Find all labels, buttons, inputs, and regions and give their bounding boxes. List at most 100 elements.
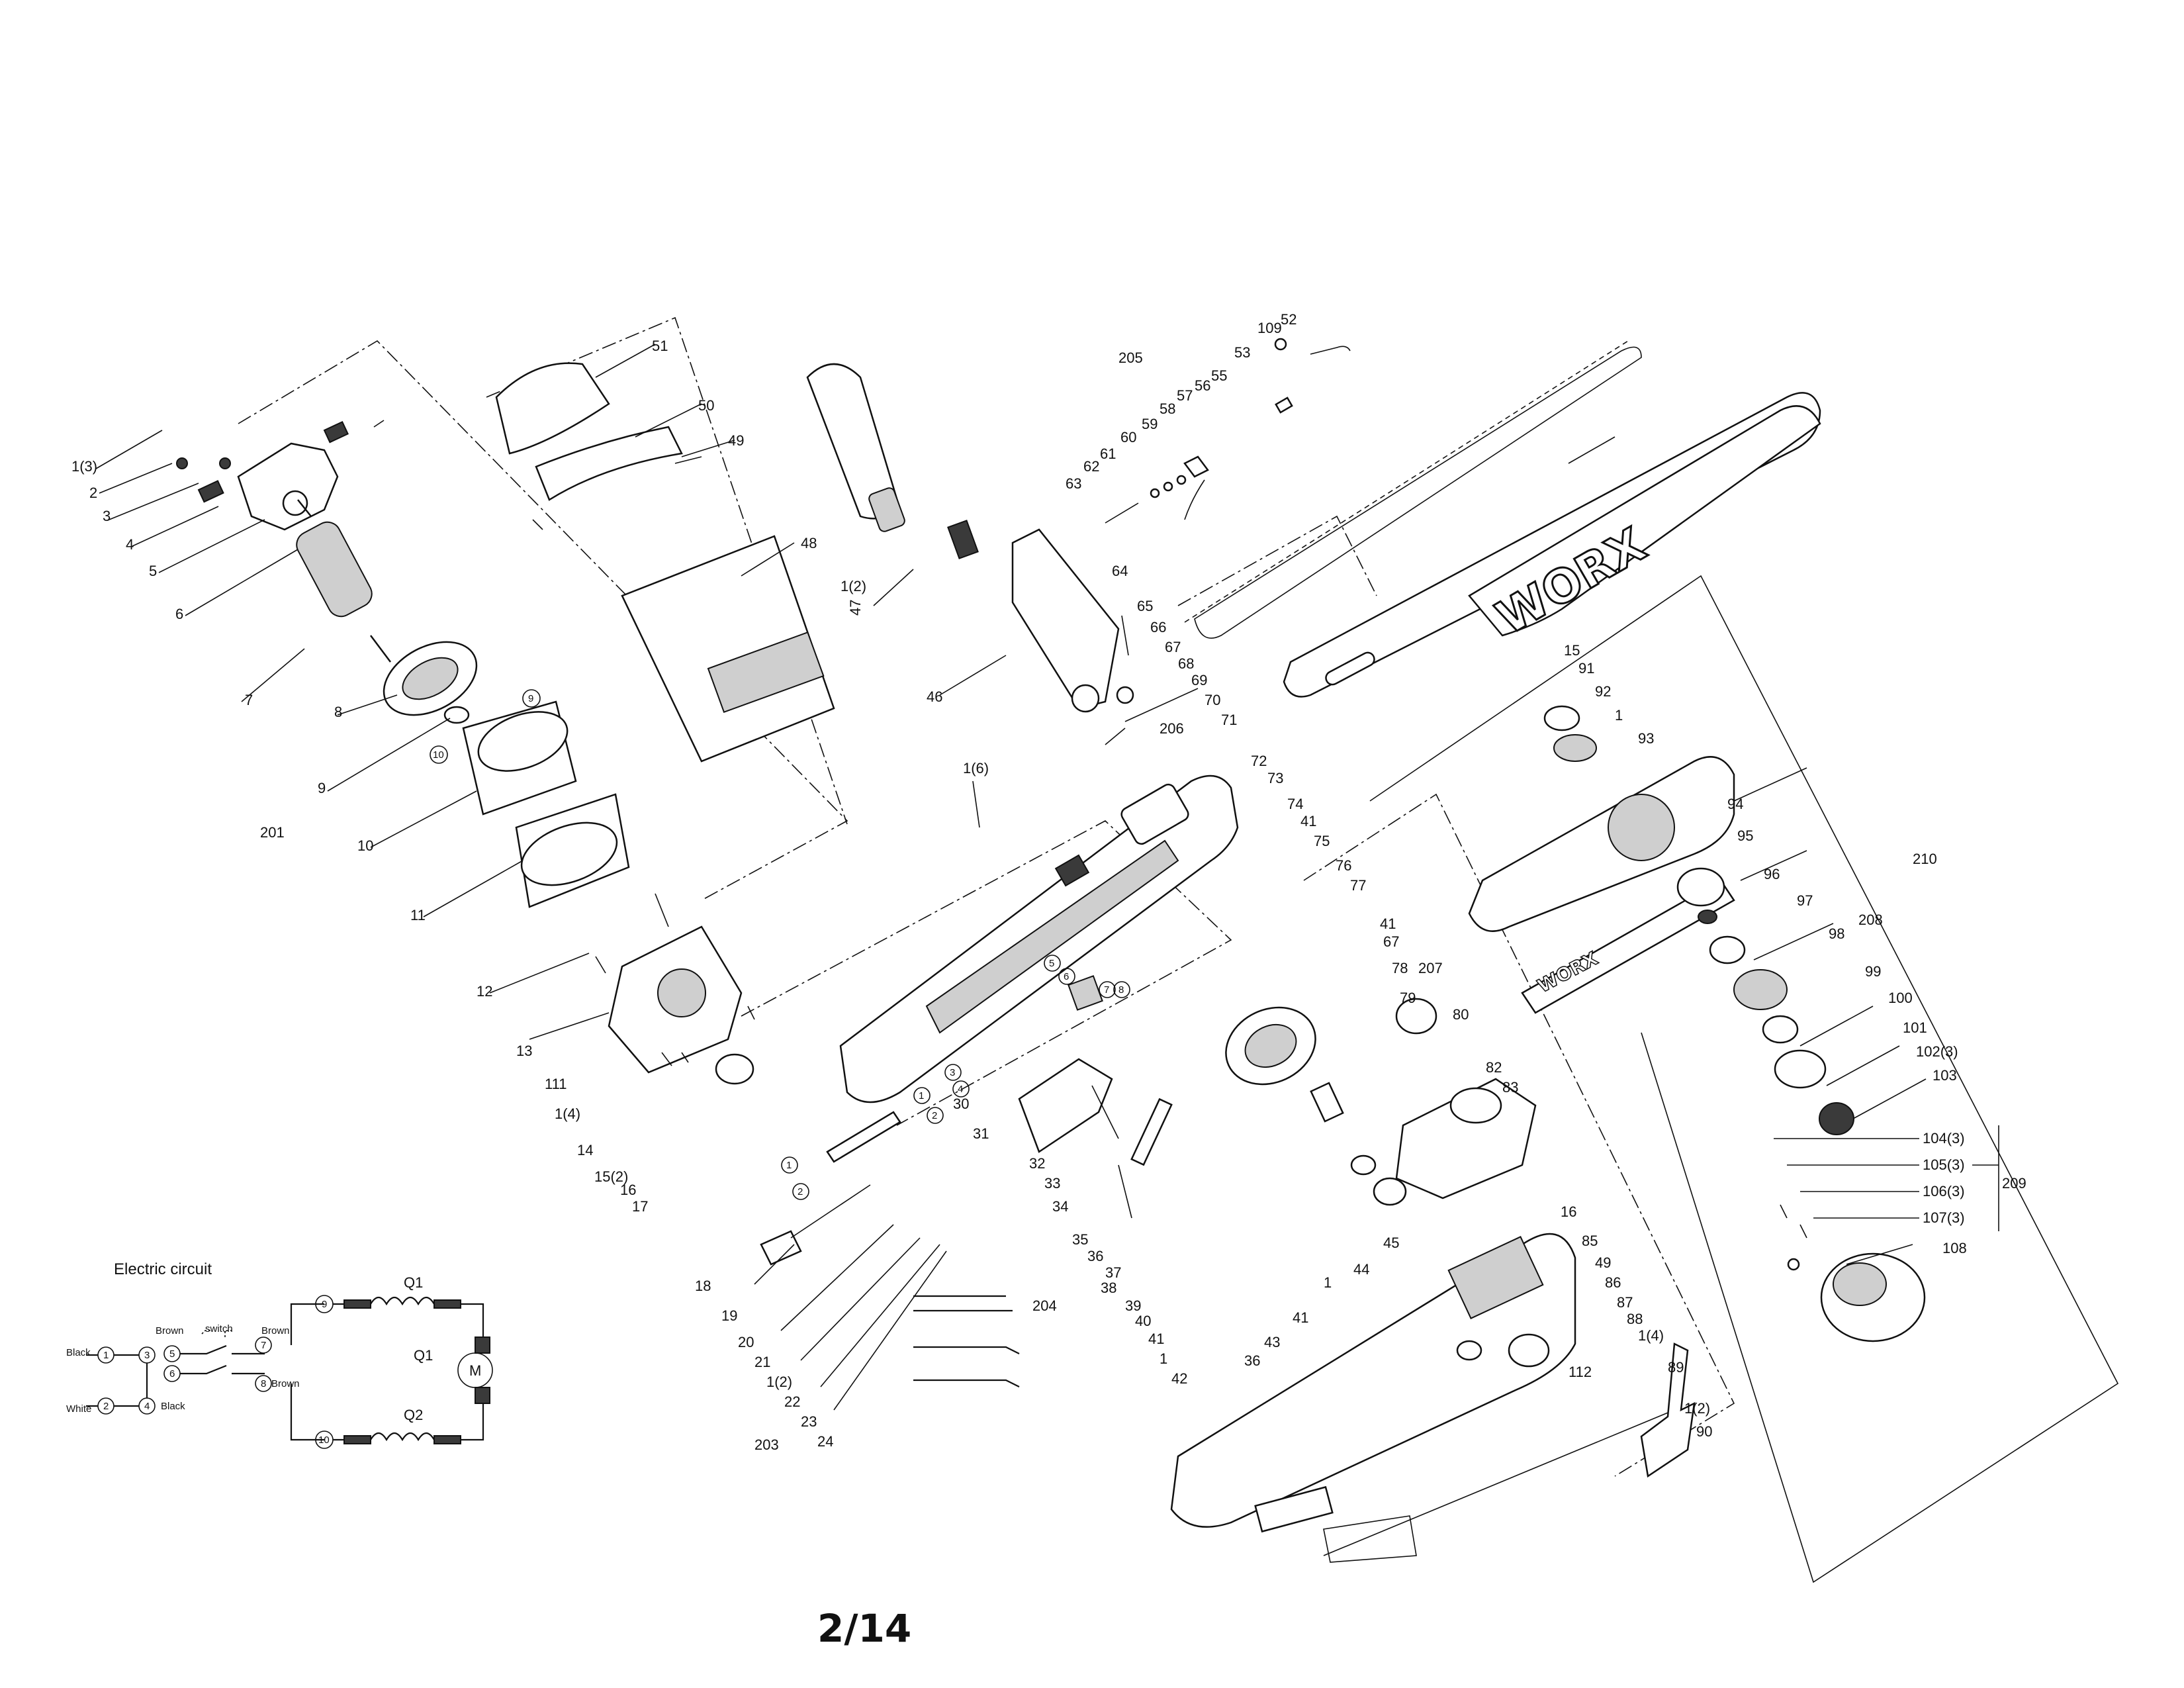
part-label: 101 <box>1903 1019 1927 1036</box>
part-label: 41 <box>1380 915 1396 932</box>
callout-digit: 8 <box>1118 984 1124 996</box>
wire-color-label: Brown <box>261 1325 290 1336</box>
circuit-node: 2 <box>103 1401 109 1412</box>
group-outlines <box>238 316 2119 1583</box>
part-label: 112 <box>1569 1364 1592 1380</box>
part-label: 106(3) <box>1923 1183 1965 1199</box>
part-label: 109 <box>1257 320 1282 336</box>
part-label: 91 <box>1578 660 1594 677</box>
component-label: Q1 <box>414 1347 433 1364</box>
spike-bumper <box>1640 1342 1696 1478</box>
part-label: 70 <box>1205 692 1220 708</box>
part-label: 57 <box>1177 387 1193 404</box>
callout-digit: 1 <box>786 1160 792 1171</box>
part-label: 82 <box>1486 1059 1502 1076</box>
switch-label: switch <box>205 1323 233 1335</box>
callout-digit: 2 <box>797 1186 803 1197</box>
part-label: 36 <box>1087 1248 1103 1264</box>
circuit-title: Electric circuit <box>114 1260 212 1278</box>
part-label: 86 <box>1605 1274 1621 1291</box>
part-label: 56 <box>1195 377 1210 394</box>
part-label: 10 <box>357 837 373 854</box>
callout-digit: 7 <box>1104 984 1109 996</box>
part-label: 209 <box>2002 1175 2026 1192</box>
wire-color-label: Black <box>161 1401 185 1412</box>
part-label: 47 <box>847 600 864 616</box>
part-label: 1(3) <box>71 458 97 475</box>
part-label: 21 <box>754 1354 770 1370</box>
part-label: 34 <box>1052 1198 1068 1215</box>
part-label: 43 <box>1264 1334 1280 1350</box>
part-label: 30 <box>953 1096 969 1112</box>
callout-digit: 2 <box>932 1110 937 1121</box>
part-label: 15(2) <box>594 1168 628 1185</box>
part-label: 40 <box>1135 1313 1151 1329</box>
part-label: 41 <box>1300 813 1316 829</box>
part-label: 1(4) <box>555 1105 580 1122</box>
part-label: 63 <box>1066 475 1081 492</box>
part-label: 16 <box>1561 1203 1576 1220</box>
part-label: 15 <box>1564 642 1580 659</box>
brush-holder-assembly <box>176 420 385 531</box>
part-label: 65 <box>1137 598 1153 614</box>
part-label: 85 <box>1582 1233 1598 1249</box>
part-label: 99 <box>1865 963 1881 980</box>
part-label: 104(3) <box>1923 1130 1965 1147</box>
motor-symbol: M <box>469 1362 481 1379</box>
chain-cover-plate: WORX <box>1468 405 1821 646</box>
stator-housing <box>462 700 630 908</box>
part-label: 78 <box>1392 960 1408 976</box>
callout-digit: 4 <box>958 1084 963 1095</box>
part-label: 210 <box>1913 851 1937 867</box>
part-label: 68 <box>1178 655 1194 672</box>
part-label: 37 <box>1105 1264 1121 1281</box>
part-label: 208 <box>1858 912 1883 928</box>
lead-wires <box>913 1295 1020 1387</box>
part-label: 61 <box>1100 445 1116 462</box>
part-label: 59 <box>1142 416 1158 432</box>
part-label: 7 <box>245 692 253 708</box>
part-label: 74 <box>1287 796 1303 812</box>
part-label: 55 <box>1211 367 1227 384</box>
part-label: 90 <box>1696 1423 1712 1440</box>
part-label: 204 <box>1032 1297 1057 1314</box>
circuit-node: 4 <box>144 1401 150 1412</box>
part-label: 62 <box>1083 458 1099 475</box>
part-label: 39 <box>1125 1297 1141 1314</box>
component-label: Q1 <box>404 1274 423 1291</box>
motor-cover <box>495 362 835 763</box>
wire-color-label: Brown <box>156 1325 184 1336</box>
cooling-fan <box>383 641 478 724</box>
part-label: 58 <box>1160 400 1175 417</box>
callout-digit: 1 <box>919 1090 924 1102</box>
part-label: 105(3) <box>1923 1156 1965 1173</box>
drive-gear <box>1225 998 1437 1206</box>
part-label: 75 <box>1314 833 1330 849</box>
circled-callouts: 9 10 5 6 7 8 3 4 1 2 1 2 <box>430 689 1130 1200</box>
part-label: 108 <box>1942 1240 1967 1256</box>
part-label: 8 <box>334 704 342 720</box>
gear-housing <box>1395 1078 1537 1199</box>
circuit-node: 7 <box>261 1340 266 1351</box>
part-label: 1(2) <box>766 1374 792 1390</box>
part-label: 1(2) <box>1684 1400 1710 1417</box>
part-label: 24 <box>817 1433 833 1450</box>
part-label: 93 <box>1638 730 1654 747</box>
wire-color-label: Brown <box>271 1378 300 1389</box>
part-label: 1 <box>1615 707 1623 724</box>
main-housing-half <box>839 774 1239 1103</box>
part-label: 48 <box>801 535 817 551</box>
circuit-node: 5 <box>169 1348 175 1360</box>
pole-handle <box>806 363 979 559</box>
saw-chain <box>1184 340 1642 639</box>
part-label: 111 <box>545 1076 567 1092</box>
gearbox-housing <box>1170 1233 1576 1533</box>
page-number: 2/14 <box>817 1606 911 1651</box>
part-label: 1(6) <box>963 760 989 776</box>
switch-assembly <box>1018 975 1173 1219</box>
part-label: 18 <box>695 1278 711 1294</box>
part-label: 45 <box>1383 1235 1399 1251</box>
part-label: 16 <box>620 1182 636 1198</box>
component-label: Q2 <box>404 1407 423 1423</box>
